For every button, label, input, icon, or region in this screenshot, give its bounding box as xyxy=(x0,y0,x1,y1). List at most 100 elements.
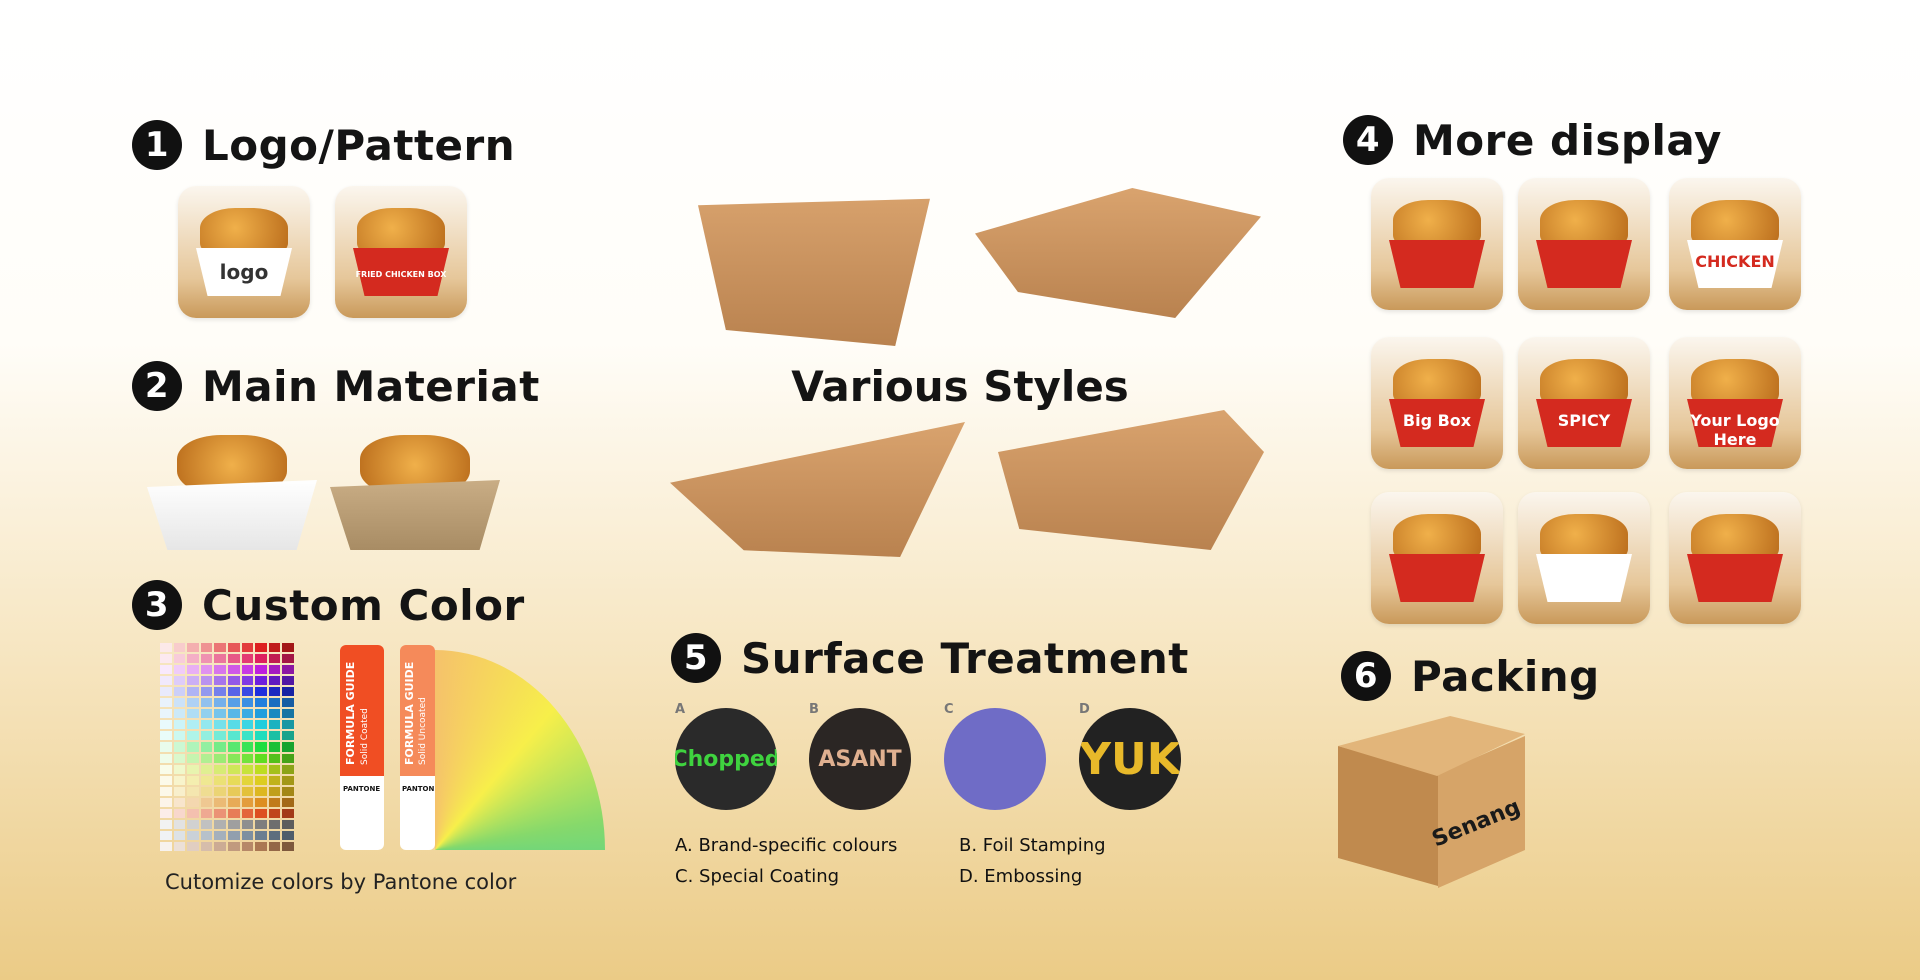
color-swatch xyxy=(282,764,294,774)
sample-letter: C xyxy=(944,702,954,717)
color-swatch xyxy=(200,731,213,741)
color-swatch xyxy=(187,709,199,719)
color-swatch xyxy=(173,797,186,807)
color-swatch xyxy=(200,753,213,763)
color-swatch xyxy=(241,709,254,719)
color-swatch xyxy=(255,742,267,752)
color-swatch xyxy=(268,775,281,785)
sample-letter: A xyxy=(675,702,686,717)
option-foil-stamping: B. Foil Stamping xyxy=(959,835,1106,856)
color-swatch xyxy=(214,742,226,752)
kraft-paper-tray-image xyxy=(330,435,500,551)
color-swatch xyxy=(228,687,240,697)
color-swatch xyxy=(255,720,267,730)
color-swatch xyxy=(214,698,226,708)
color-swatch xyxy=(282,643,294,653)
color-swatch xyxy=(241,720,254,730)
color-swatch xyxy=(255,797,267,807)
color-swatch xyxy=(173,731,186,741)
color-chart-image xyxy=(160,643,294,851)
color-swatch xyxy=(282,720,294,730)
heading-text: More display xyxy=(1413,115,1722,165)
color-swatch xyxy=(160,676,172,686)
heading-text: Packing xyxy=(1411,651,1600,701)
color-swatch xyxy=(173,786,186,796)
color-swatch xyxy=(160,731,172,741)
color-swatch xyxy=(187,665,199,675)
color-swatch xyxy=(228,830,240,840)
color-swatch xyxy=(255,786,267,796)
color-swatch xyxy=(282,841,294,851)
guide-title: FORMULA GUIDE xyxy=(344,661,357,765)
surface-sample-image: YUK xyxy=(1079,708,1181,810)
color-swatch xyxy=(282,742,294,752)
color-swatch xyxy=(160,742,172,752)
display-product-image: CHICKEN xyxy=(1669,178,1801,310)
color-swatch xyxy=(241,687,254,697)
heading-text: Surface Treatment xyxy=(741,633,1189,683)
option-brand-colours: A. Brand-specific colours xyxy=(675,835,898,856)
sample-letter: B xyxy=(809,702,819,717)
color-swatch xyxy=(200,709,213,719)
option-special-coating: C. Special Coating xyxy=(675,866,840,887)
color-swatch xyxy=(187,775,199,785)
guide-subtitle: Solid Coated xyxy=(360,708,370,765)
heading-logo-pattern: 1 Logo/Pattern xyxy=(132,120,515,170)
color-swatch xyxy=(187,786,199,796)
color-swatch xyxy=(200,797,213,807)
color-swatch xyxy=(173,819,186,829)
display-product-image xyxy=(1371,492,1503,624)
heading-text: Main Materiat xyxy=(202,361,540,411)
color-swatch xyxy=(241,742,254,752)
color-swatch xyxy=(282,698,294,708)
surface-sample-image: ASANT xyxy=(809,708,911,810)
color-swatch xyxy=(173,720,186,730)
color-swatch xyxy=(268,808,281,818)
color-swatch xyxy=(173,764,186,774)
color-swatch xyxy=(268,797,281,807)
color-swatch xyxy=(214,709,226,719)
product-label: CHICKEN xyxy=(1695,252,1775,271)
heading-text: Logo/Pattern xyxy=(202,120,516,170)
color-swatch xyxy=(160,819,172,829)
color-swatch xyxy=(160,665,172,675)
color-swatch xyxy=(187,830,199,840)
color-swatch xyxy=(200,808,213,818)
number-badge: 5 xyxy=(671,633,721,683)
sample-text: ASANT xyxy=(818,746,902,772)
number-badge: 3 xyxy=(132,580,182,630)
color-swatch xyxy=(282,808,294,818)
heading-main-material: 2 Main Materiat xyxy=(132,361,540,411)
heading-text: Custom Color xyxy=(202,580,525,630)
color-swatch xyxy=(214,720,226,730)
sample-letter: D xyxy=(1079,702,1090,717)
pantone-guide-uncoated: FORMULA GUIDE Solid Uncoated PANTONE xyxy=(400,645,439,850)
color-swatch xyxy=(268,654,281,664)
color-swatch xyxy=(268,665,281,675)
option-embossing: D. Embossing xyxy=(959,866,1083,887)
color-swatch xyxy=(255,841,267,851)
color-swatch xyxy=(282,797,294,807)
color-swatch xyxy=(241,764,254,774)
color-swatch xyxy=(173,654,186,664)
pattern-sample-image: FRIED CHICKEN BOX xyxy=(335,186,467,318)
color-swatch xyxy=(214,808,226,818)
color-swatch xyxy=(173,830,186,840)
color-swatch xyxy=(228,819,240,829)
color-swatch xyxy=(228,698,240,708)
number-badge: 2 xyxy=(132,361,182,411)
color-swatch xyxy=(241,643,254,653)
color-swatch xyxy=(214,841,226,851)
color-swatch xyxy=(255,764,267,774)
color-swatch xyxy=(160,643,172,653)
color-swatch xyxy=(228,764,240,774)
color-swatch xyxy=(187,808,199,818)
color-swatch xyxy=(268,687,281,697)
color-swatch xyxy=(214,731,226,741)
product-label: Your Logo Here xyxy=(1690,411,1780,449)
pantone-brand: PANTONE xyxy=(343,785,381,793)
color-swatch xyxy=(200,841,213,851)
color-swatch xyxy=(200,742,213,752)
color-swatch xyxy=(160,808,172,818)
guide-subtitle: Solid Uncoated xyxy=(418,697,428,765)
